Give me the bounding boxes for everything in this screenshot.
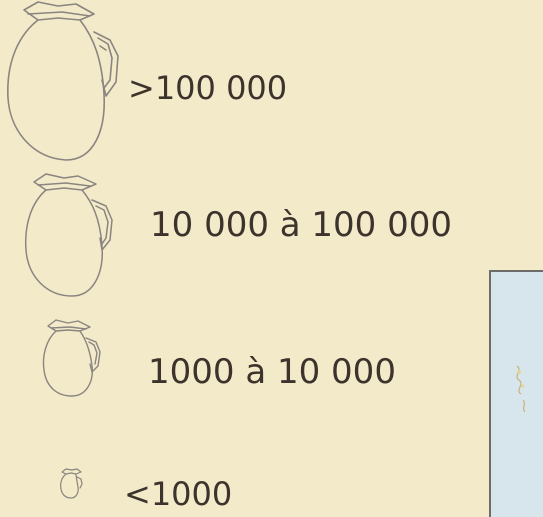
legend-label-large: 10 000 à 100 000 (150, 208, 452, 242)
legend-label-small: <1000 (124, 478, 232, 510)
legend-label-medium: 1000 à 10 000 (148, 355, 396, 389)
amphora-icon-small (58, 468, 84, 500)
coastline-icon (509, 362, 543, 446)
legend-label-largest: >100 000 (128, 72, 287, 104)
amphora-icon-largest (2, 0, 122, 165)
amphora-icon-medium (40, 318, 104, 400)
amphora-icon-large (20, 172, 120, 300)
map-inset (489, 270, 543, 517)
